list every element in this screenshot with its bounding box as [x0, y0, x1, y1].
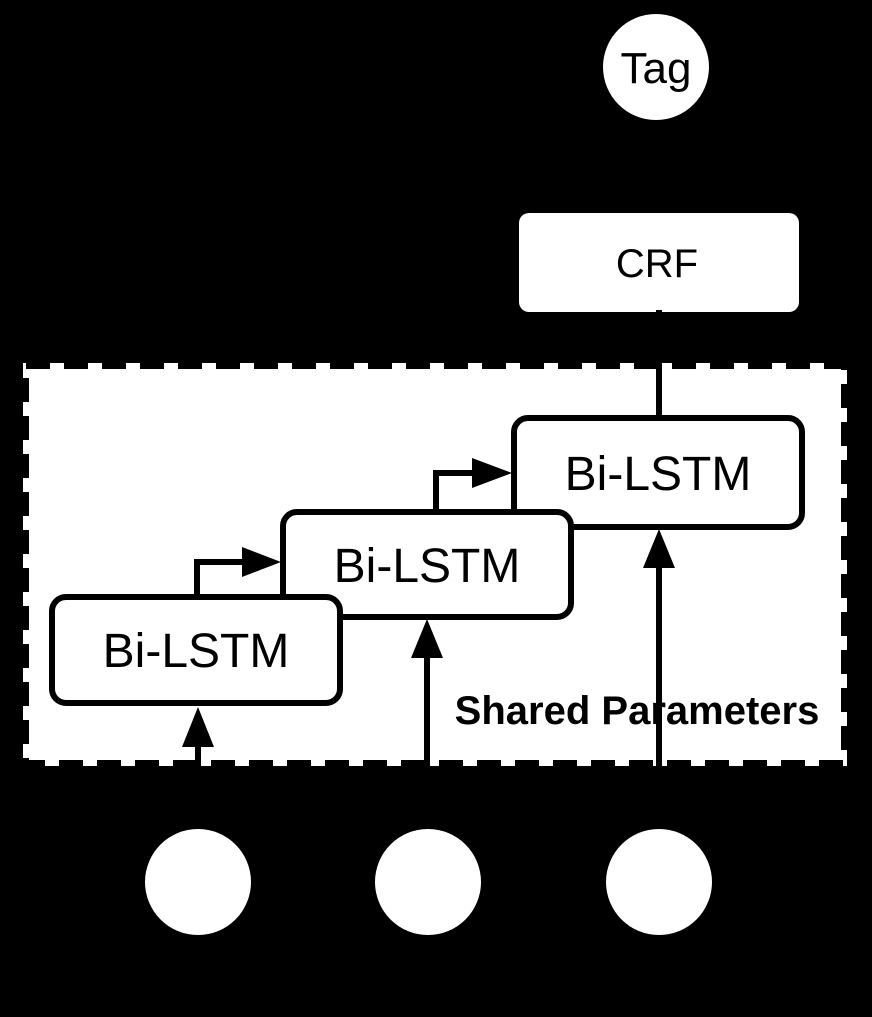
connector-lstm1-to-lstm2	[194, 559, 244, 600]
connector-lstm2-to-lstm3	[433, 470, 474, 515]
shared-parameters-label: Shared Parameters	[455, 689, 820, 733]
bilstm-label-2: Bi-LSTM	[334, 540, 521, 593]
connector-lstm2-to-lstm3-head	[472, 458, 512, 488]
bilstm-label-3: Bi-LSTM	[565, 448, 752, 501]
input-node-circle-3	[606, 829, 712, 935]
crf-node-box	[519, 213, 799, 312]
arrow-input-1-head	[182, 707, 214, 747]
arrow-input-2-head	[411, 619, 443, 658]
bilstm-label-1: Bi-LSTM	[103, 625, 290, 678]
bilstm-box-1	[49, 594, 343, 706]
input-node-circle-1	[145, 829, 251, 935]
tag-node-label: Tag	[621, 44, 692, 93]
bilstm-box-2	[280, 509, 574, 620]
arrow-input-3-head	[643, 529, 675, 568]
bilstm-box-3	[511, 415, 805, 530]
crf-node-label: CRF	[616, 242, 698, 286]
input-node-circle-2	[375, 829, 481, 935]
connector-lstm1-to-lstm2-head	[242, 547, 281, 577]
tag-node-circle	[603, 14, 709, 120]
